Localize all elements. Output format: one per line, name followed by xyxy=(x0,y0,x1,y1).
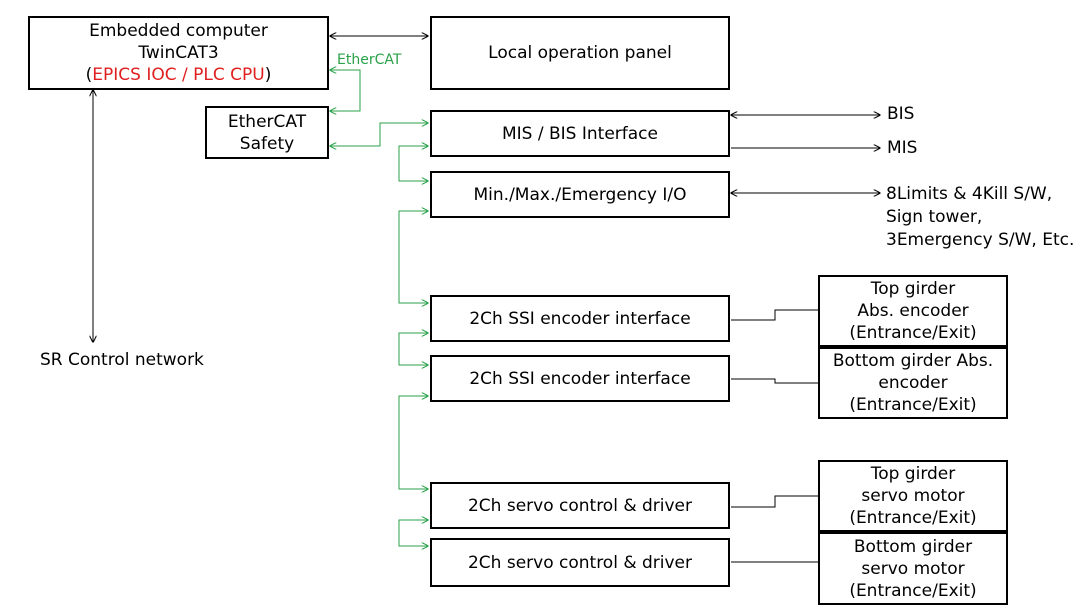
ethercat-link-embedded-safety xyxy=(330,70,361,111)
ethercat-label: EtherCAT xyxy=(337,52,402,68)
top-girder-motor-box: Top girder servo motor (Entrance/Exit) xyxy=(818,460,1008,532)
link-ssi2-encoder xyxy=(731,378,818,384)
ethercat-link-servo1-servo2 xyxy=(398,520,428,546)
local-operation-panel-box: Local operation panel xyxy=(430,16,730,90)
minmax-label: Min./Max./Emergency I/O xyxy=(473,184,687,205)
link-servo1-motor xyxy=(731,495,818,508)
servo-control-driver-box-1: 2Ch servo control & driver xyxy=(430,482,730,529)
top-girder-encoder-box: Top girder Abs. encoder (Entrance/Exit) xyxy=(818,275,1008,347)
link-ssi1-encoder xyxy=(731,309,818,321)
sr-control-network-label: SR Control network xyxy=(40,350,204,370)
top-motor-line3: (Entrance/Exit) xyxy=(849,508,977,528)
embedded-line1: Embedded computer xyxy=(89,21,268,41)
embedded-line3: (EPICS IOC / PLC CPU) xyxy=(85,65,272,85)
ethercat-link-ssi1-ssi2 xyxy=(398,333,428,365)
ethercat-safety-box: EtherCAT Safety xyxy=(205,106,329,159)
ethercat-link-safety-mis xyxy=(330,123,428,146)
top-motor-line2: servo motor xyxy=(861,486,965,506)
bottom-encoder-line1: Bottom girder Abs. xyxy=(832,351,994,371)
top-motor-line1: Top girder xyxy=(870,464,956,484)
io-label-line2: Sign tower, xyxy=(886,207,983,227)
ssi-encoder-interface-box-1: 2Ch SSI encoder interface xyxy=(430,295,730,342)
embedded-line2: TwinCAT3 xyxy=(138,43,219,63)
mis-label: MIS xyxy=(887,138,918,158)
io-label-line1: 8Limits & 4Kill S/W, xyxy=(886,184,1053,204)
safety-line1: EtherCAT xyxy=(227,111,307,132)
bottom-motor-line2: servo motor xyxy=(861,558,965,579)
mis-bis-label: MIS / BIS Interface xyxy=(502,123,658,144)
embedded-computer-box: Embedded computer TwinCAT3 (EPICS IOC / … xyxy=(28,16,329,90)
top-encoder-line3: (Entrance/Exit) xyxy=(849,323,977,343)
servo2-label: 2Ch servo control & driver xyxy=(467,552,693,573)
bottom-encoder-line3: (Entrance/Exit) xyxy=(849,395,977,415)
safety-line2: Safety xyxy=(239,133,295,154)
bottom-girder-motor-box: Bottom girder servo motor (Entrance/Exit… xyxy=(818,532,1008,605)
ethercat-link-io-ssi1 xyxy=(398,211,428,303)
io-label-line3: 3Emergency S/W, Etc. xyxy=(886,230,1075,250)
top-encoder-line1: Top girder xyxy=(870,279,956,299)
ethercat-link-ssi2-servo1 xyxy=(398,396,428,489)
ssi1-label: 2Ch SSI encoder interface xyxy=(469,308,691,329)
embedded-highlight: EPICS IOC / PLC CPU xyxy=(92,65,265,85)
servo-control-driver-box-2: 2Ch servo control & driver xyxy=(430,538,730,587)
servo1-label: 2Ch servo control & driver xyxy=(467,495,693,516)
bis-label: BIS xyxy=(887,104,915,124)
min-max-emergency-io-box: Min./Max./Emergency I/O xyxy=(430,171,730,218)
bottom-girder-encoder-box: Bottom girder Abs. encoder (Entrance/Exi… xyxy=(818,347,1008,419)
ssi2-label: 2Ch SSI encoder interface xyxy=(469,368,691,389)
top-encoder-line2: Abs. encoder xyxy=(857,301,969,321)
bottom-motor-line3: (Entrance/Exit) xyxy=(849,580,977,601)
bottom-motor-line1: Bottom girder xyxy=(853,536,973,557)
ssi-encoder-interface-box-2: 2Ch SSI encoder interface xyxy=(430,355,730,402)
bottom-encoder-line2: encoder xyxy=(878,373,948,393)
ethercat-link-mis-io xyxy=(398,146,428,181)
panel-label: Local operation panel xyxy=(488,43,672,63)
mis-bis-interface-box: MIS / BIS Interface xyxy=(430,110,730,157)
